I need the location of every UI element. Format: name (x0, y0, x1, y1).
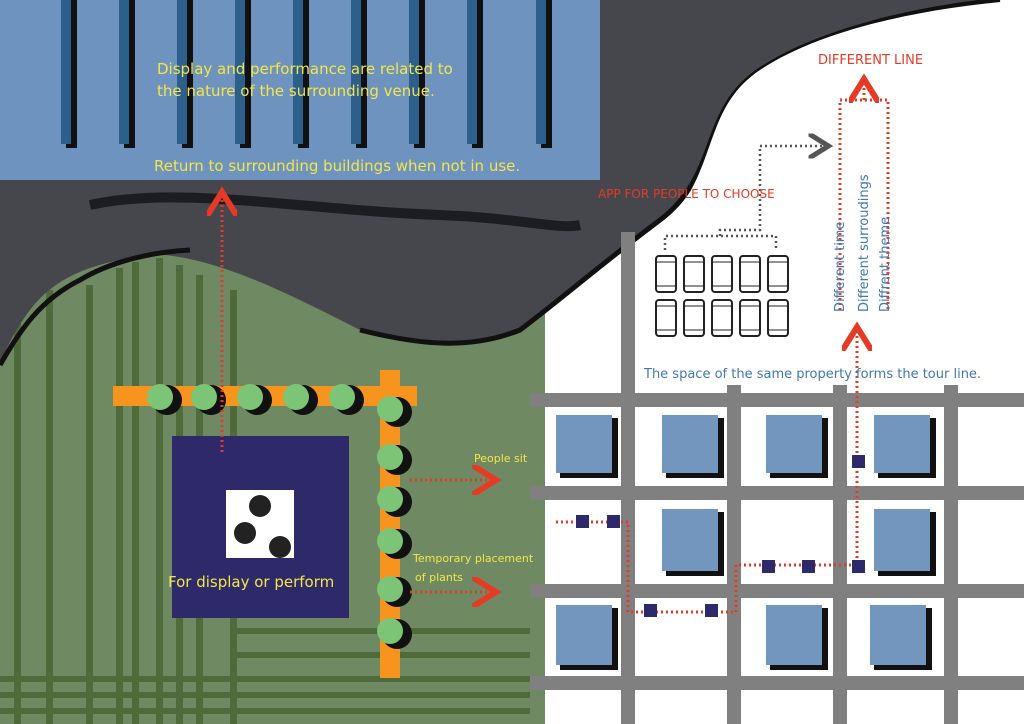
dark-river-band (0, 0, 1000, 365)
temporary-placement-label-1: Temporary placement (413, 552, 534, 565)
app-connector (663, 146, 826, 250)
venue-columns (61, 0, 552, 148)
route-stops (576, 455, 865, 617)
stage-caption: For display or perform (168, 573, 335, 591)
different-surroundings-label: Different surroudings (857, 174, 872, 312)
display-caption-line-2: the nature of the surrounding venue. (157, 82, 435, 100)
display-caption-line-1: Display and performance are related to (157, 60, 453, 78)
tour-route (556, 330, 857, 614)
app-area (660, 0, 1024, 230)
different-theme-label: Diffrent theme (878, 216, 893, 312)
band-inner-stroke (88, 192, 582, 232)
stage-dots (234, 495, 291, 558)
seat-circles (147, 384, 412, 649)
band-edge-left (0, 247, 191, 367)
people-sit-label: People sit (474, 452, 528, 465)
different-time-label: Different time (833, 221, 848, 312)
app-caption: APP FOR PEOPLE TO CHOOSE (598, 187, 775, 201)
street-grid (530, 232, 1024, 724)
phone-screens (656, 261, 788, 331)
city-blocks (556, 415, 936, 670)
temporary-placement-label-2: of plants (415, 571, 463, 584)
return-caption: Return to surrounding buildings when not… (154, 157, 521, 175)
band-edge-right (359, 0, 1001, 346)
different-line-title: DIFFERENT LINE (818, 53, 924, 68)
tour-line-caption: The space of the same property forms the… (644, 367, 982, 382)
phone-icons (655, 255, 789, 337)
different-line-arrows (840, 82, 888, 310)
